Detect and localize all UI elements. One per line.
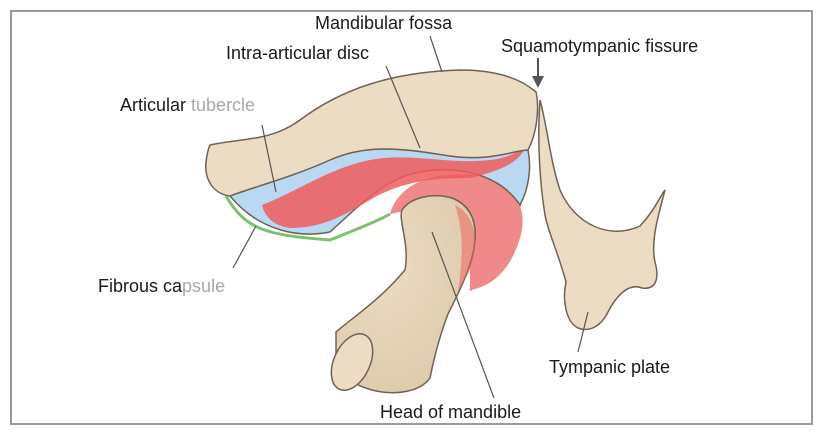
fissure-arrow-head: [532, 76, 544, 88]
label-articular-prefix: Articular: [120, 95, 186, 115]
label-fibrous-suffix: psule: [182, 276, 225, 296]
label-head-of-mandible: Head of mandible: [380, 403, 521, 421]
label-intra-articular-disc: Intra-articular disc: [226, 44, 369, 62]
tympanic-plate: [539, 100, 665, 329]
label-squamotympanic-fissure: Squamotympanic fissure: [501, 37, 698, 55]
leader-mandibular-fossa: [430, 36, 442, 72]
label-articular-tubercle: Articular tubercle: [120, 96, 255, 114]
leader-fibrous-capsule: [233, 226, 256, 268]
label-fibrous-prefix: Fibrous ca: [98, 276, 182, 296]
label-mandibular-fossa: Mandibular fossa: [315, 14, 452, 32]
label-tympanic-plate: Tympanic plate: [549, 358, 670, 376]
label-articular-suffix: tubercle: [191, 95, 255, 115]
label-fibrous-capsule: Fibrous capsule: [98, 277, 225, 295]
